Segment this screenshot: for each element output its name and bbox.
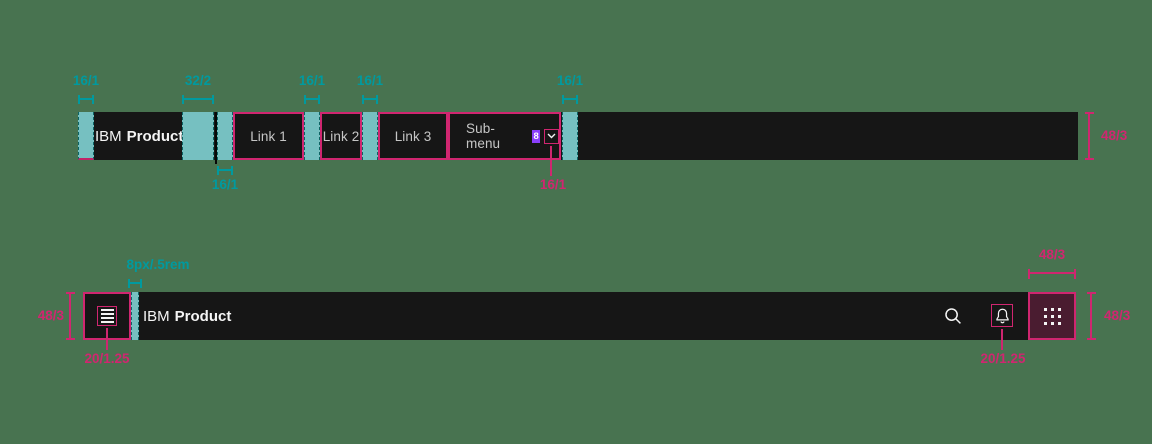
- brand-name: Product: [126, 127, 184, 145]
- spacing-overlay-link-gap: [362, 112, 378, 160]
- nav-link-2[interactable]: Link 2: [320, 112, 362, 160]
- measure-label-switcher-width: 48/3: [1038, 247, 1066, 262]
- measure-bracket: [1028, 269, 1076, 279]
- chevron-measure-box: [544, 128, 559, 144]
- brand-name: Product: [174, 307, 232, 325]
- spacing-overlay-left-padding: [78, 112, 94, 160]
- measure-bracket: [182, 95, 214, 104]
- menu-icon-callout-line: [106, 328, 108, 350]
- measure-label-menu-brand-gap: 8px/.5rem: [126, 257, 190, 272]
- spacing-overlay-8px: [131, 292, 139, 340]
- measure-bracket: [1087, 292, 1096, 340]
- measure-bracket: [217, 166, 233, 175]
- measure-label-bottom-bar-height-right: 48/3: [1104, 308, 1131, 323]
- measure-label-brand-gap: 32/2: [184, 73, 212, 88]
- measure-label-left-padding: 16/1: [72, 73, 100, 88]
- measure-bracket: [562, 95, 578, 104]
- nav-link-label: Link 3: [394, 128, 432, 144]
- search-button[interactable]: [943, 306, 963, 326]
- chevron-down-icon: [547, 133, 556, 139]
- measure-bracket: [66, 292, 75, 340]
- spacing-overlay-divider-gap: [217, 112, 233, 160]
- measure-label-bell-icon-size: 20/1.25: [980, 351, 1026, 366]
- header-brand[interactable]: IBM Product: [95, 112, 183, 160]
- spacing-overlay-nav-right-gap: [562, 112, 578, 160]
- spacing-overlay-brand-gap: [182, 112, 214, 160]
- nav-link-label: Link 2: [322, 128, 360, 144]
- measure-label-link-gap-1: 16/1: [298, 73, 326, 88]
- bottom-header-bar: IBM Product: [83, 292, 1076, 340]
- measure-label-nav-right-gap: 16/1: [556, 73, 584, 88]
- measure-label-top-bar-height: 48/3: [1101, 128, 1128, 143]
- measure-bracket: [304, 95, 320, 104]
- measure-bracket: [128, 279, 142, 288]
- top-header-bar: IBM Product Link 1 Link 2 Link 3 Sub-men…: [78, 112, 1078, 160]
- submenu-label: Sub-menu: [466, 121, 501, 151]
- measure-bracket: [1085, 112, 1094, 160]
- bell-icon: [995, 308, 1009, 323]
- nav-link-label: Link 1: [250, 128, 287, 144]
- app-switcher-grid-icon: [1043, 307, 1061, 325]
- gap-8px-marker: 8: [531, 129, 541, 143]
- search-icon: [945, 308, 961, 324]
- app-switcher-button[interactable]: [1028, 292, 1076, 340]
- measure-label-bottom-bar-height-left: 48/3: [37, 308, 64, 323]
- header-brand[interactable]: IBM Product: [143, 292, 231, 340]
- nav-submenu[interactable]: Sub-menu 8: [448, 112, 561, 160]
- measure-label-chevron-size: 16/1: [539, 177, 567, 192]
- measure-label-link-gap-2: 16/1: [356, 73, 384, 88]
- nav-link-1[interactable]: Link 1: [233, 112, 304, 160]
- measure-label-menu-icon-size: 20/1.25: [84, 351, 130, 366]
- spacing-overlay-link-gap: [304, 112, 320, 160]
- measure-label-divider-gap: 16/1: [211, 177, 239, 192]
- measure-bracket: [362, 95, 378, 104]
- chevron-callout-line: [550, 146, 552, 176]
- measure-bracket: [78, 95, 94, 104]
- brand-nav-divider: [215, 112, 217, 164]
- brand-prefix: IBM: [95, 127, 122, 145]
- bell-icon-callout-line: [1001, 329, 1003, 350]
- menu-icon-measure-box: [97, 306, 117, 326]
- nav-link-3[interactable]: Link 3: [378, 112, 448, 160]
- brand-prefix: IBM: [143, 307, 170, 325]
- hamburger-menu-icon: [100, 309, 114, 323]
- notifications-button[interactable]: [991, 304, 1013, 327]
